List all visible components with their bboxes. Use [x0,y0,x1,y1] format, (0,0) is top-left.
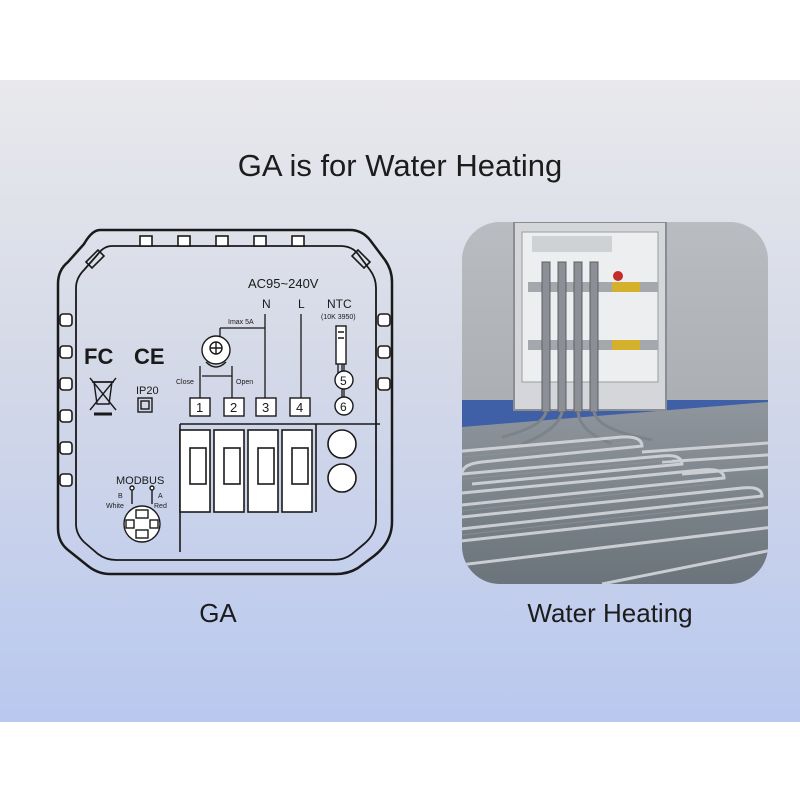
close-label: Close [176,379,194,386]
valve-symbol [201,335,231,368]
voltage-label: AC95~240V [248,276,319,291]
weee-bin-icon [89,377,117,416]
modbus-label: MODBUS [116,475,164,487]
device-outline [56,228,394,576]
fc-mark: FC [84,344,113,369]
modbus-red: Red [154,503,167,510]
top-tabs [139,235,305,247]
water-heating-photo [462,222,768,584]
ntc-terminal-6: 6 [340,400,347,414]
modbus-port [123,485,161,543]
n-label: N [262,297,271,311]
ntc-probe [335,325,347,365]
modbus-b: B [118,493,123,500]
terminal-3: 3 [262,400,269,415]
terminal-1: 1 [196,400,203,415]
terminal-2: 2 [230,400,237,415]
page-title: GA is for Water Heating [237,148,563,183]
ntc-label: NTC [327,297,352,311]
left-side-tabs [59,313,73,487]
ce-mark: CE [134,344,165,369]
class-ii-icon [137,397,153,413]
modbus-a: A [158,493,163,500]
ip-rating: IP20 [136,385,159,397]
l-label: L [298,297,305,311]
terminal-4: 4 [296,400,303,415]
terminal-block [179,423,380,552]
modbus-white: White [106,503,124,510]
ntc-spec: (10K 3950) [321,314,356,321]
right-side-tabs [377,313,391,391]
open-label: Open [236,379,253,386]
imax-label: Imax 5A [228,319,254,326]
ga-wiring-diagram: AC95~240V N L NTC (10K 3950) Imax 5A Clo… [40,222,410,582]
ntc-terminal-5: 5 [340,374,347,388]
caption-ga: GA [199,598,237,628]
caption-water-heating: Water Heating [527,598,693,628]
device-inner-outline [75,245,377,561]
